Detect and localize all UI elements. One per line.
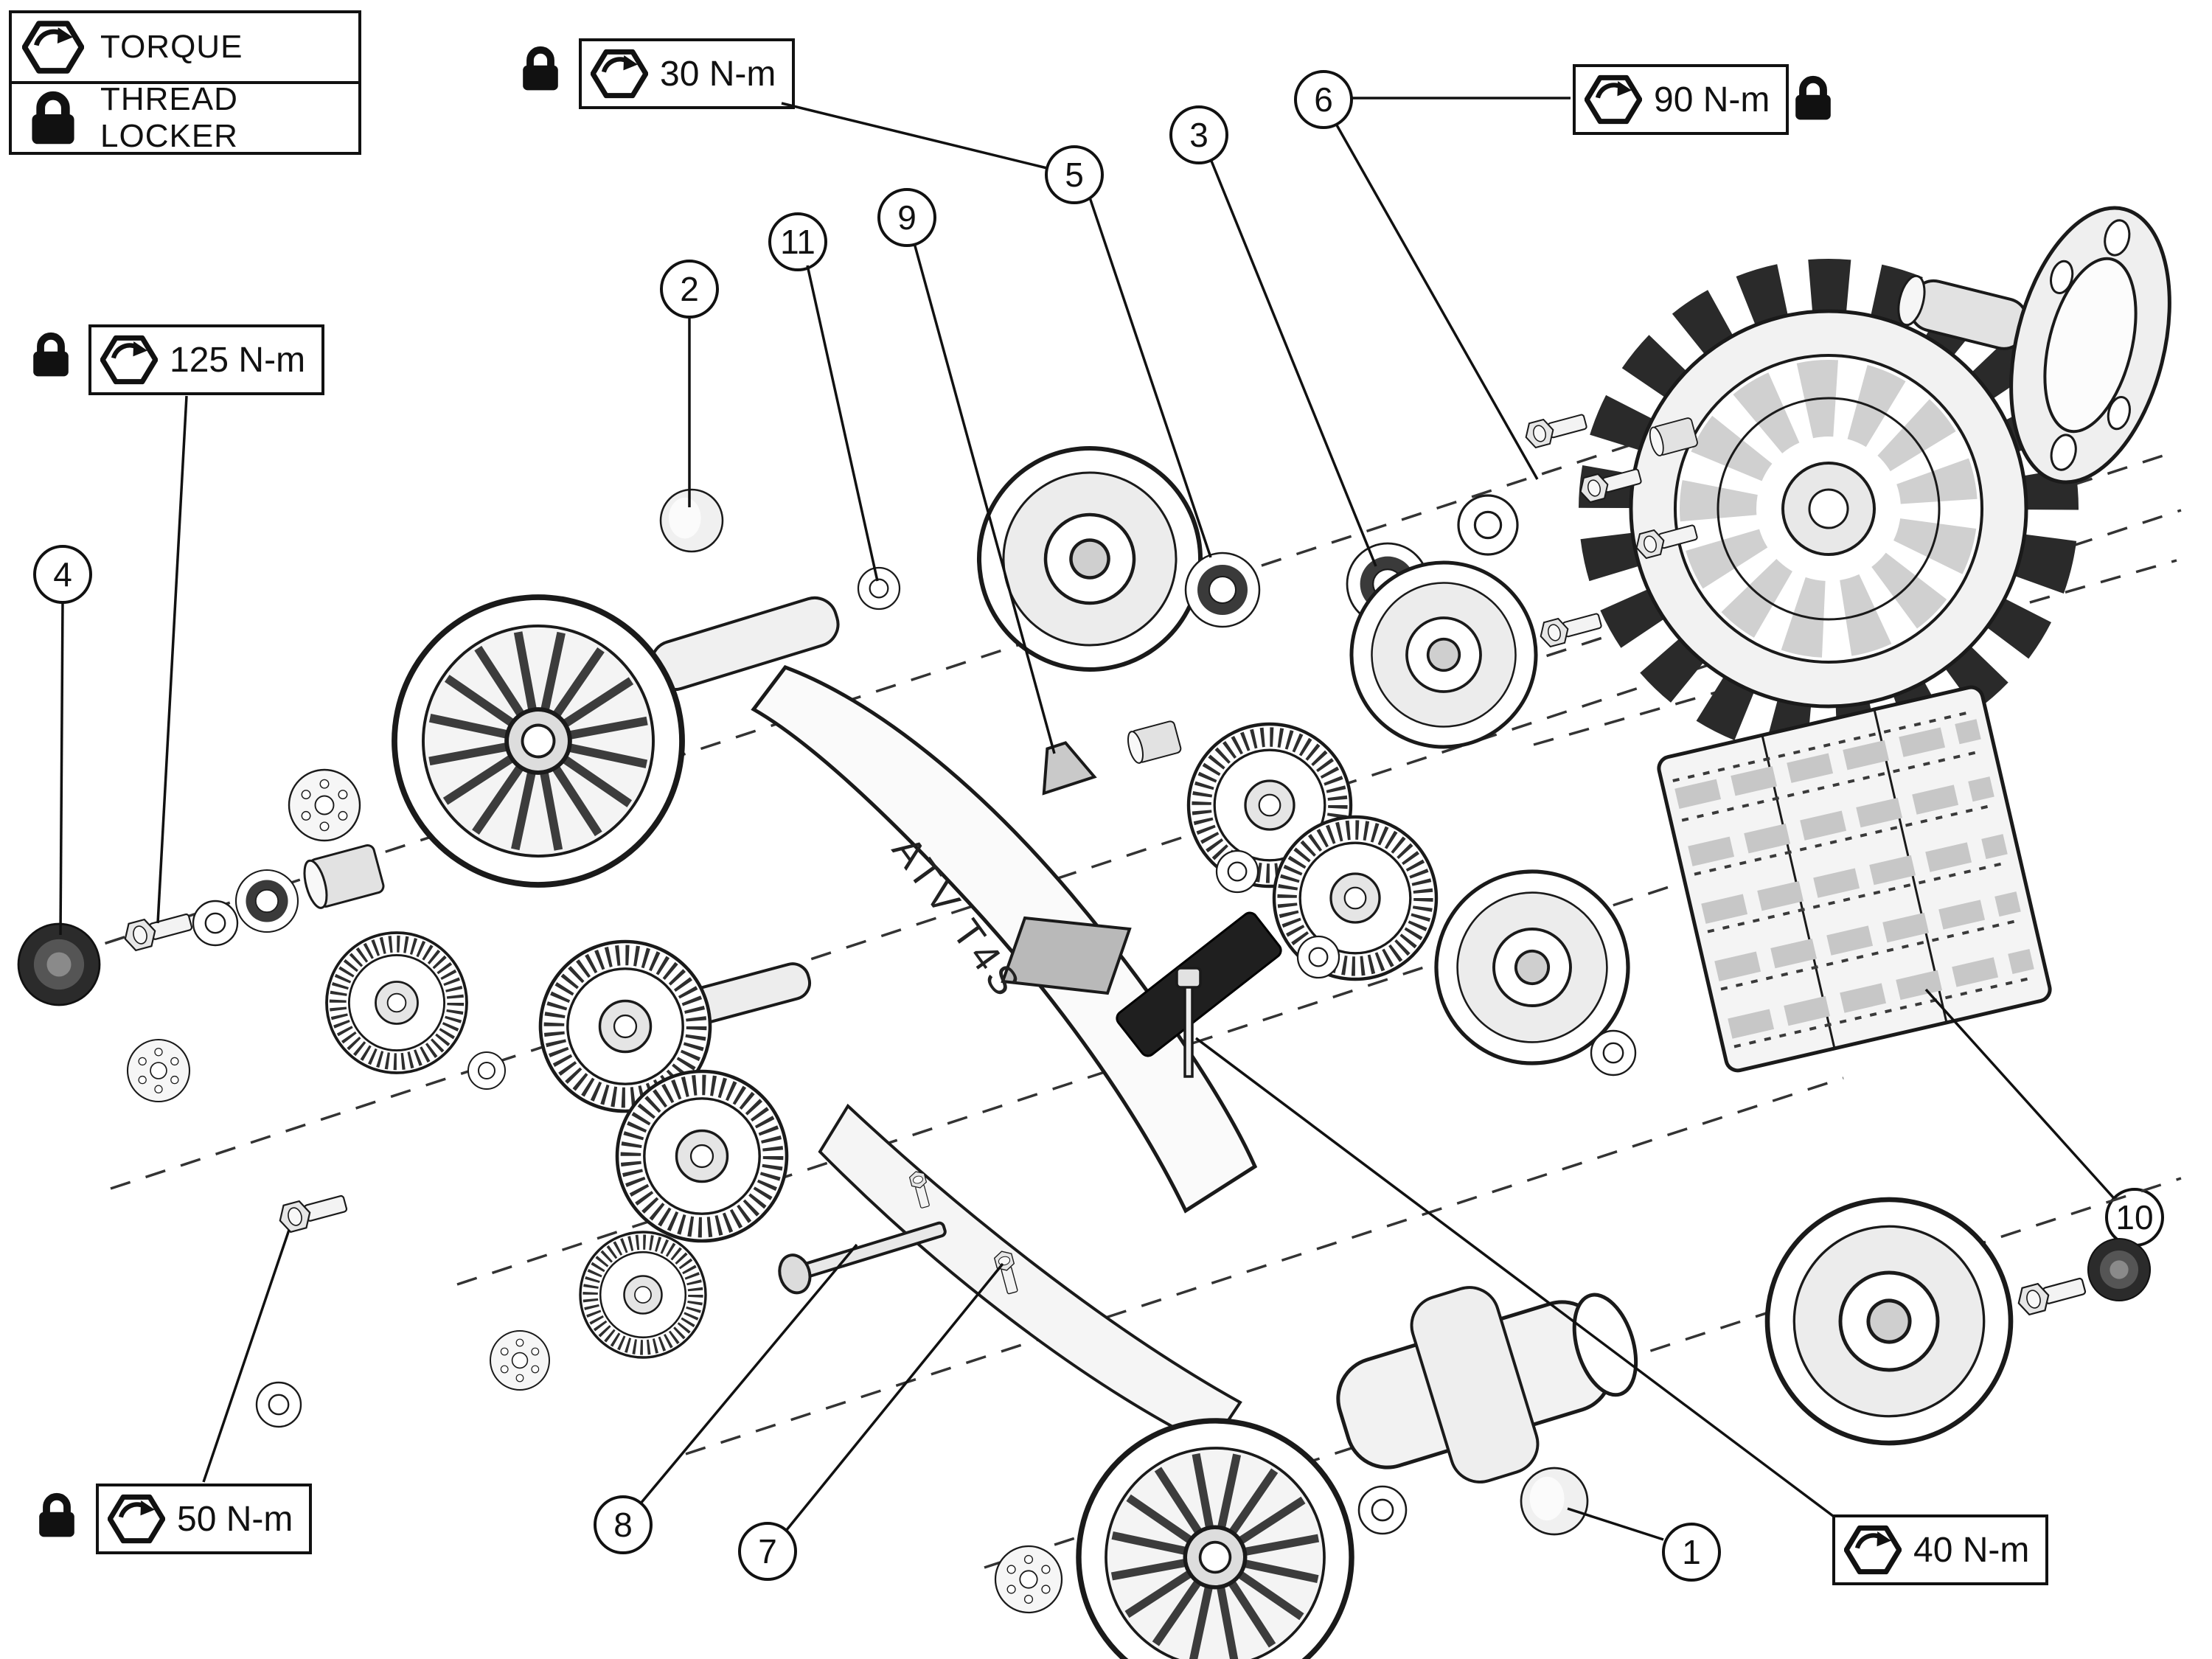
torque-callout-50nm: 50 N-m [96,1484,313,1554]
washer [192,900,239,947]
legend-row-thread-locker: THREAD LOCKER [12,81,358,154]
ribbed-wheel [617,1071,787,1241]
dome-end-cap [1520,1467,1589,1536]
torque-callout-40nm: 40 N-m [1832,1514,2049,1585]
washer [857,566,901,611]
spoked-idler-wheel [368,571,709,912]
part-number: 7 [758,1532,777,1571]
hub-disc [288,768,361,842]
track-segment [1657,685,2052,1073]
ball-bearing [1184,552,1261,628]
washer [467,1051,506,1090]
hub-flange [1897,206,2171,484]
washer [255,1381,302,1428]
hub-disc [126,1038,191,1103]
part-number: 9 [897,198,917,237]
long-axle-bolt [778,1221,947,1295]
part-callout-8: 8 [594,1495,653,1554]
main-arm [751,665,1258,1214]
washer [1215,849,1259,894]
torque-value: 30 N-m [660,54,776,94]
smooth-idler-wheel [1745,1177,2033,1465]
hub-disc [994,1545,1063,1614]
torque-callout-90nm: 90 N-m [1573,64,1790,135]
hex-bolt [2014,1271,2088,1318]
part-number: 3 [1189,116,1208,154]
ribbed-wheel [580,1232,706,1357]
legend-box: TORQUE THREAD LOCKER [9,10,361,155]
ribbed-wheel [327,933,467,1073]
legend-thread-locker-label: THREAD LOCKER [100,81,238,154]
torque-value: 50 N-m [177,1499,293,1539]
part-number: 1 [1682,1533,1701,1571]
torque-value: 40 N-m [1913,1530,2030,1570]
part-callout-4: 4 [33,545,92,604]
part-number: 10 [2115,1198,2154,1237]
legend-torque-label: TORQUE [100,29,243,65]
part-callout-2: 2 [660,260,719,319]
part-number: 2 [680,270,699,308]
mount-plate [1001,916,1132,995]
washer [1357,1485,1408,1535]
part-number: 5 [1065,156,1084,194]
leader-lines [59,97,2115,1541]
part-callout-6: 6 [1294,70,1353,129]
part-number: 11 [780,223,815,261]
hex-bolt [275,1189,349,1235]
part-number: 6 [1314,80,1333,119]
thin-vertical-bolt [1175,967,1202,1078]
seal-ring [1457,494,1519,556]
part-callout-10: 10 [2105,1188,2164,1247]
part-number: 8 [613,1506,633,1544]
legend-row-torque: TORQUE [12,13,358,81]
ball-bearing [234,869,299,933]
bushing-cup [659,488,724,553]
part-callout-1: 1 [1662,1523,1721,1582]
axle-end-cap [17,922,101,1006]
part-callout-7: 7 [738,1522,797,1581]
part-number: 4 [53,555,72,594]
axle-end-cap [2087,1237,2152,1302]
torque-value: 125 N-m [170,340,306,380]
part-callout-9: 9 [877,188,936,247]
hex-bolt [1522,408,1590,451]
hub-disc [489,1329,551,1391]
spoked-idler-wheel [1054,1396,1377,1659]
cone-adapter [1042,741,1097,796]
plug-spacer [1124,719,1183,765]
hex-bolt [1537,608,1604,650]
part-callout-5: 5 [1045,145,1104,204]
part-callout-3: 3 [1169,105,1228,164]
part-callout-11: 11 [768,212,827,271]
torque-value: 90 N-m [1654,80,1770,119]
torque-callout-30nm: 30 N-m [579,38,796,109]
washer [1590,1029,1637,1077]
torque-callout-125nm: 125 N-m [88,324,325,395]
washer [1296,935,1340,979]
rear-axle-housing [1336,1286,1638,1484]
spacer-sleeve [299,842,386,911]
